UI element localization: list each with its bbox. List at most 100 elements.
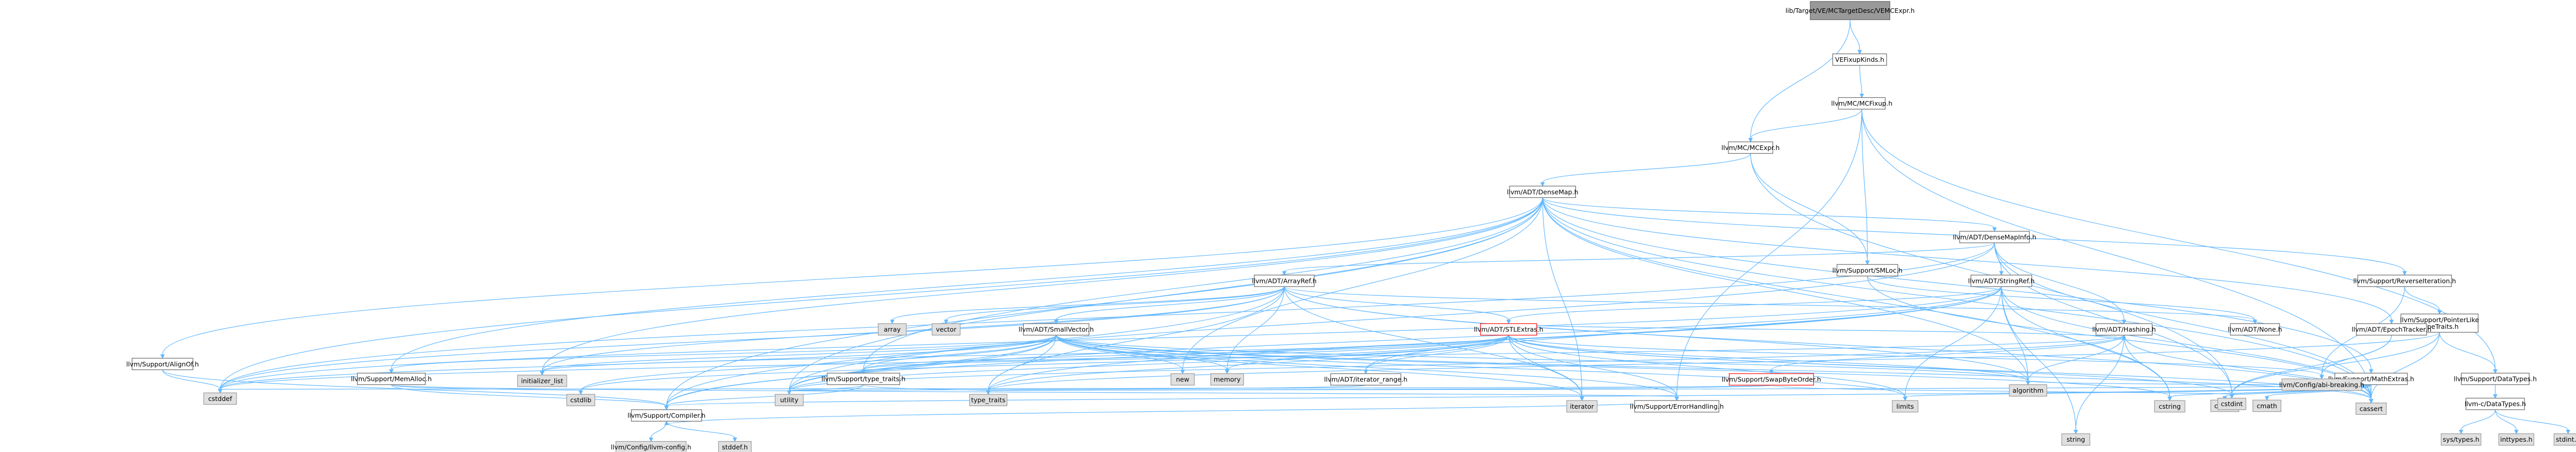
edge-pointerliketypetraits-to-cassert <box>2369 332 2440 404</box>
node-mcexpr[interactable]: llvm/MC/MCExpr.h <box>1721 141 1780 154</box>
edge-mathextras-to-cassert <box>2369 384 2374 404</box>
edge-smallvector-to-errorhandling <box>1056 335 1679 401</box>
node-label: llvm/ADT/ArrayRef.h <box>1252 277 1317 284</box>
node-label: string <box>2066 436 2085 443</box>
edge-hashing-to-utility <box>787 334 2125 395</box>
node-label: cstdint <box>2221 400 2243 408</box>
node-swapbyteorder[interactable]: llvm/Support/SwapByteOrder.h <box>1722 373 1821 386</box>
node-string: string <box>2061 433 2091 446</box>
node-aligned[interactable]: llvm/Support/AlignOf.h <box>126 358 199 371</box>
edge-arrayref-to-none <box>1284 286 2258 325</box>
edge-iteratorrange-to-utility <box>787 384 1366 395</box>
node-iteratorrange[interactable]: llvm/ADT/iterator_range.h <box>1324 373 1408 386</box>
node-label: llvm/ADT/DenseMap.h <box>1507 188 1578 196</box>
node-label: memory <box>1214 376 1241 383</box>
node-label: cstring <box>2159 403 2181 410</box>
edge-mcfixup-to-mcexpr <box>1748 109 1862 143</box>
node-arrayref[interactable]: llvm/ADT/ArrayRef.h <box>1252 275 1317 287</box>
edge-memalloc-to-cstdlib <box>391 384 583 395</box>
node-label: llvm/Support/ErrorHandling.h <box>1630 403 1723 410</box>
edge-aligned-to-cstddef <box>162 370 223 394</box>
edge-smloc-to-none <box>1867 276 2258 325</box>
edge-hashing-to-cstring <box>2124 335 2172 401</box>
node-label: llvm/ADT/SmallVector.h <box>1019 326 1094 333</box>
node-mcfixup[interactable]: llvm/MC/MCFixup.h <box>1831 97 1892 110</box>
edge-mcexpr-to-densemap <box>1540 153 1751 187</box>
node-systypes: sys/types.h <box>2441 433 2482 446</box>
node-label: llvm/Config/llvm-config.h <box>611 443 691 451</box>
node-epochtracker[interactable]: llvm/ADT/EpochTracker.h <box>2351 323 2431 336</box>
node-label: array <box>884 326 901 333</box>
node-vefixup[interactable]: VEFixupKinds.h <box>1832 53 1887 66</box>
edge-mathextras-to-cmath <box>2264 384 2371 401</box>
edge-typetraits-to-compiler <box>664 384 864 411</box>
edge-arrayref-to-cassert <box>1284 287 2374 404</box>
node-label: llvm/Config/abi-breaking.h <box>2279 381 2364 389</box>
edge-densemap-to-mathextras <box>1542 197 2374 374</box>
node-abibreaking: llvm/Config/abi-breaking.h <box>2279 378 2364 391</box>
node-stlextras[interactable]: llvm/ADT/STLExtras.h <box>1474 323 1544 336</box>
node-datatypes[interactable]: llvm/Support/DataTypes.h <box>2454 373 2537 385</box>
node-label: llvm/MC/MCFixup.h <box>1831 99 1892 107</box>
node-reverseiteration[interactable]: llvm/Support/ReverseIteration.h <box>2353 275 2456 287</box>
node-cstring: cstring <box>2154 400 2185 413</box>
edge-densemapinfo-to-stringref <box>1994 243 2004 276</box>
node-cmath: cmath <box>2252 399 2281 412</box>
node-densemap[interactable]: llvm/ADT/DenseMap.h <box>1507 186 1578 198</box>
edge-densemapinfo-to-cstdint <box>1994 243 2234 399</box>
node-label: stddef.h <box>722 443 748 451</box>
node-label: llvm/Support/AlignOf.h <box>126 360 199 368</box>
edge-hashing-to-typetraits <box>861 334 2125 374</box>
node-compiler[interactable]: llvm/Support/Compiler.h <box>628 409 705 422</box>
edge-densemap-to-cstddef <box>217 197 1543 394</box>
node-stringref[interactable]: llvm/ADT/StringRef.h <box>1968 275 2035 287</box>
edge-arrayref-to-vector <box>944 286 1285 325</box>
node-smallvector[interactable]: llvm/ADT/SmallVector.h <box>1019 323 1094 336</box>
edge-densemap-to-aligned <box>160 197 1543 359</box>
node-label: sys/types.h <box>2443 436 2479 443</box>
node-label: llvm/ADT/iterator_range.h <box>1324 376 1408 383</box>
node-memalloc[interactable]: llvm/Support/MemAlloc.h <box>351 373 432 385</box>
edge-root-to-vefixup <box>1850 20 1862 55</box>
node-cstddef: cstddef <box>203 392 237 405</box>
node-label: lib/Target/VE/MCTargetDesc/VEMCExpr.h <box>1786 7 1915 14</box>
node-cstdlib: cstdlib <box>566 394 596 407</box>
node-root: lib/Target/VE/MCTargetDesc/VEMCExpr.h <box>1786 1 1915 20</box>
edge-root-to-mcexpr <box>1748 20 1851 143</box>
edge-stringref-to-stlextras <box>1506 286 2002 325</box>
node-new: new <box>1171 373 1195 386</box>
node-array: array <box>877 323 907 336</box>
node-label: llvm/ADT/Hashing.h <box>2092 326 2156 333</box>
node-algorithm: algorithm <box>2009 384 2047 397</box>
node-errorhandling[interactable]: llvm/Support/ErrorHandling.h <box>1630 400 1724 413</box>
node-label: llvm/Support/MemAlloc.h <box>351 375 432 383</box>
edge-arrayref-to-initlist <box>539 287 1285 376</box>
edge-compiler-to-stddef <box>666 421 737 442</box>
node-hashing[interactable]: llvm/ADT/Hashing.h <box>2092 323 2156 336</box>
node-label: llvm/MC/MCExpr.h <box>1721 144 1780 152</box>
edge-densemap-to-cstring <box>1542 197 2172 401</box>
edge-smallvector-to-memalloc <box>389 334 1057 374</box>
node-cdatatypes[interactable]: llvm-c/DataTypes.h <box>2465 397 2526 410</box>
node-label: utility <box>780 396 799 404</box>
node-label: cstdlib <box>570 396 591 404</box>
node-typetraits[interactable]: llvm/Support/type_traits.h <box>821 373 905 385</box>
edge-densemap-to-epochtracker <box>1542 197 2394 325</box>
node-initlist: initializer_list <box>517 375 567 387</box>
node-label: inttypes.h <box>2500 436 2533 443</box>
graph-nodes: lib/Target/VE/MCTargetDesc/VEMCExpr.hVEF… <box>126 1 2576 452</box>
edge-densemap-to-densemapinfo <box>1542 197 1997 232</box>
node-none[interactable]: llvm/ADT/None.h <box>2228 323 2282 336</box>
edge-hashing-to-swapbyteorder <box>1769 335 2125 375</box>
node-cassert: cassert <box>2355 403 2387 415</box>
graph-edges <box>160 20 2570 442</box>
node-densemapinfo[interactable]: llvm/ADT/DenseMapInfo.h <box>1953 231 2036 243</box>
node-label: stdint.h <box>2556 436 2576 443</box>
edge-pointerliketypetraits-to-type_traits <box>986 332 2440 395</box>
node-type_traits: type_traits <box>969 394 1008 407</box>
node-stddef: stddef.h <box>718 441 752 452</box>
node-smloc[interactable]: llvm/Support/SMLoc.h <box>1832 264 1903 277</box>
node-label: llvm/ADT/StringRef.h <box>1968 277 2035 284</box>
node-label: llvm/Support/type_traits.h <box>821 375 905 383</box>
node-label: algorithm <box>2012 387 2043 394</box>
